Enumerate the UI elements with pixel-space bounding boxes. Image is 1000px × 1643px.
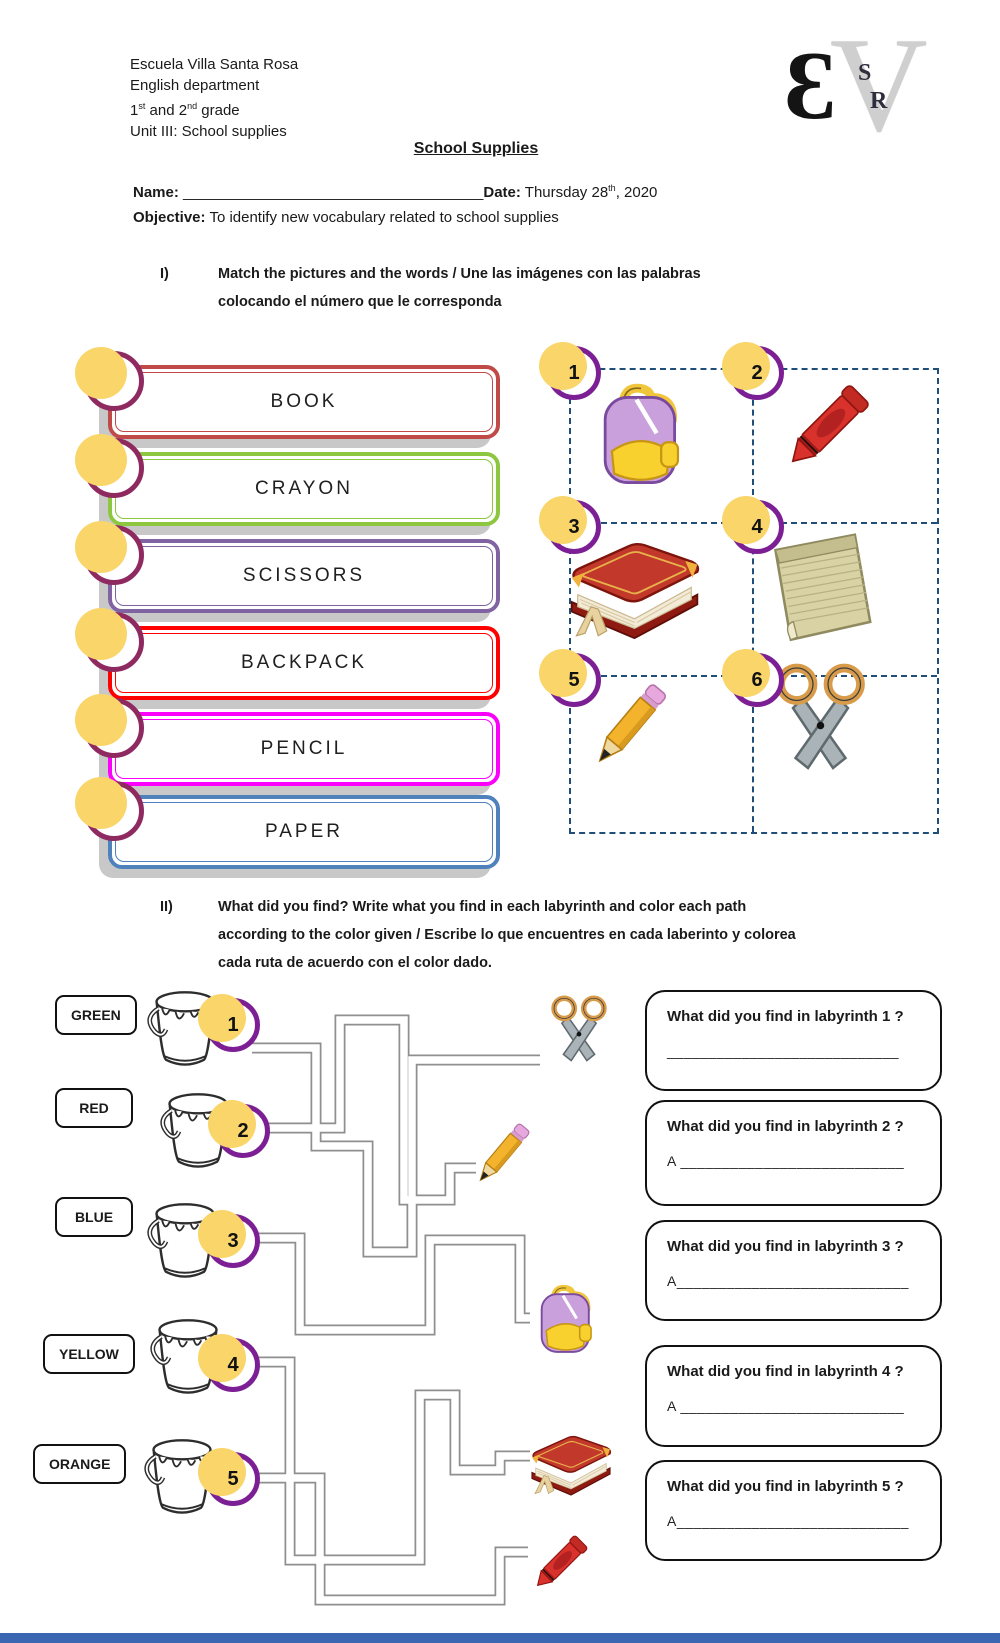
answer-circle-backpack[interactable] — [75, 608, 144, 672]
section1-numeral: I) — [160, 266, 169, 282]
word-box-backpack: BACKPACK — [75, 608, 500, 700]
objective-label: Objective: — [133, 209, 206, 226]
question-box-4: What did you find in labyrinth 4 ? A ___… — [645, 1345, 942, 1447]
section2-instruction: What did you find? Write what you find i… — [218, 899, 796, 971]
word-label: BOOK — [270, 391, 338, 412]
grid-number-2: 2 — [722, 342, 784, 400]
color-label-green: GREEN — [55, 995, 137, 1035]
answer-circle-book[interactable] — [75, 347, 144, 411]
objective-text: To identify new vocabulary related to sc… — [209, 209, 559, 226]
date-value: Thursday 28th, 2020 — [524, 183, 658, 201]
school-header: Escuela Villa Santa Rosa English departm… — [130, 54, 298, 142]
word-label: BACKPACK — [240, 652, 368, 673]
section1-instruction: Match the pictures and the words / Une l… — [218, 266, 701, 310]
answer-line-5[interactable]: A____________________________ — [667, 1513, 909, 1529]
page-title: School Supplies — [413, 140, 539, 157]
maze-crayon-icon — [530, 1534, 589, 1593]
logo-letter-s: S — [858, 60, 872, 86]
name-label: Name: — [133, 184, 179, 201]
footer-bar — [0, 1633, 1000, 1643]
objective-line: Objective: To identify new vocabulary re… — [133, 209, 559, 226]
logo-letter-v: V — [830, 11, 928, 160]
department: English department — [130, 77, 260, 94]
maze-pencil-icon — [474, 1122, 531, 1186]
word-label: CRAYON — [255, 478, 353, 499]
answer-line-2[interactable]: A ___________________________ — [667, 1153, 905, 1169]
school-logo: V Ɛ S R — [778, 11, 958, 160]
question-box-3: What did you find in labyrinth 3 ? A____… — [645, 1220, 942, 1321]
question-title: What did you find in labyrinth 5 ? — [667, 1478, 904, 1495]
logo-letter-r: R — [870, 88, 888, 114]
answer-circle-pencil[interactable] — [75, 694, 144, 758]
maze-scissors-icon — [554, 998, 604, 1060]
grid-number-1: 1 — [539, 342, 601, 400]
question-title: What did you find in labyrinth 2 ? — [667, 1118, 904, 1135]
answer-line-3[interactable]: A____________________________ — [667, 1273, 909, 1289]
maze-number-5: 5 — [198, 1448, 260, 1506]
labyrinth-maze — [0, 940, 612, 1606]
answer-circle-crayon[interactable] — [75, 434, 144, 498]
word-label: SCISSORS — [242, 565, 366, 586]
word-box-scissors: SCISSORS — [75, 521, 500, 613]
maze-number-3: 3 — [198, 1210, 260, 1268]
maze-number-4: 4 — [198, 1334, 260, 1392]
color-label-orange: ORANGE — [33, 1444, 127, 1484]
maze-book-icon — [531, 1435, 612, 1496]
maze-number-1: 1 — [198, 994, 260, 1052]
color-label-yellow: YELLOW — [43, 1334, 135, 1374]
logo-letter-e: Ɛ — [784, 32, 836, 140]
word-label: PENCIL — [260, 738, 348, 759]
word-box-paper: PAPER — [75, 777, 500, 869]
name-blank[interactable]: ____________________________________ — [183, 184, 484, 201]
color-label-blue: BLUE — [55, 1197, 133, 1237]
maze-backpack-icon — [542, 1288, 591, 1352]
word-box-book: BOOK — [75, 347, 500, 439]
grid-number-6: 6 — [722, 649, 784, 707]
crayon-icon — [772, 368, 882, 486]
grid-number-4: 4 — [722, 496, 784, 554]
question-box-2: What did you find in labyrinth 2 ? A ___… — [645, 1100, 942, 1206]
name-date-line: Name: __________________________________… — [133, 183, 657, 201]
word-box-pencil: PENCIL — [75, 694, 500, 786]
color-label-red: RED — [55, 1088, 133, 1128]
grade-line: 1st and 2nd grade — [130, 101, 240, 119]
question-box-1: What did you find in labyrinth 1 ? _____… — [645, 990, 942, 1091]
question-title: What did you find in labyrinth 4 ? — [667, 1363, 904, 1380]
grid-number-3: 3 — [539, 496, 601, 554]
question-title: What did you find in labyrinth 3 ? — [667, 1238, 904, 1255]
word-box-crayon: CRAYON — [75, 434, 500, 526]
date-label: Date: — [483, 184, 521, 201]
section2-numeral: II) — [160, 899, 173, 915]
maze-number-2: 2 — [208, 1100, 270, 1158]
grid-number-5: 5 — [539, 649, 601, 707]
question-title: What did you find in labyrinth 1 ? — [667, 1008, 904, 1025]
answer-circle-paper[interactable] — [75, 777, 144, 841]
answer-line-1[interactable]: ____________________________ — [667, 1043, 900, 1059]
backpack-icon — [585, 378, 697, 493]
unit-line: Unit III: School supplies — [130, 123, 287, 140]
answer-line-4[interactable]: A ___________________________ — [667, 1398, 905, 1414]
word-label: PAPER — [264, 821, 343, 842]
school-name: Escuela Villa Santa Rosa — [130, 56, 299, 73]
answer-circle-scissors[interactable] — [75, 521, 144, 585]
question-box-5: What did you find in labyrinth 5 ? A____… — [645, 1460, 942, 1561]
